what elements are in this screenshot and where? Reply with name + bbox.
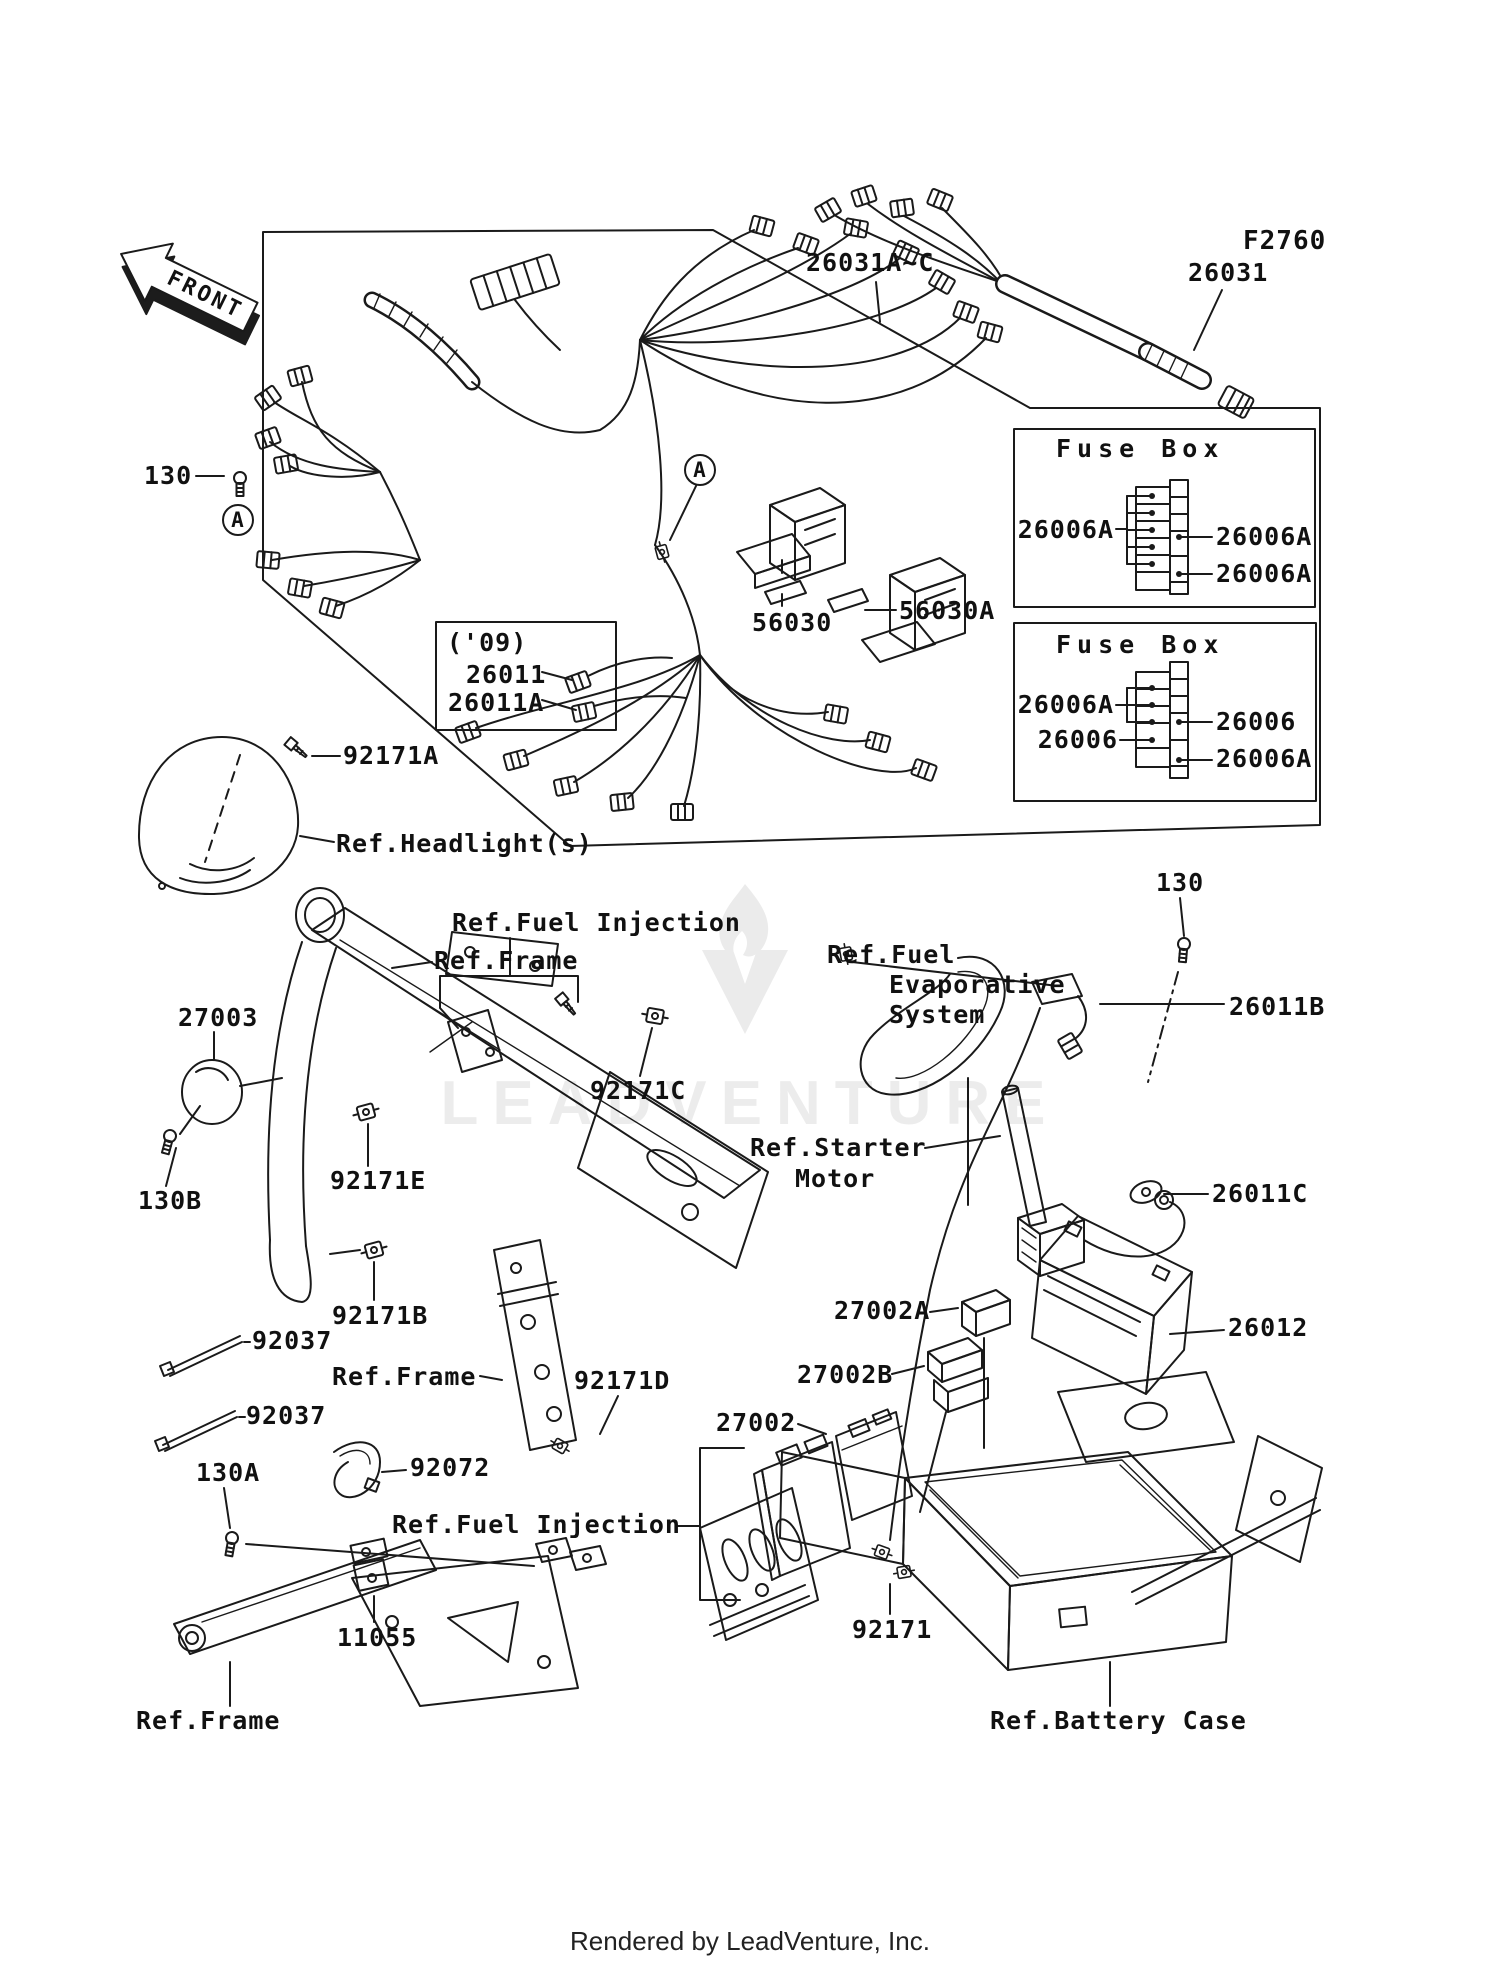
part-26031: 26031 [1188,258,1269,287]
part-26011b: 26011B [1229,992,1326,1021]
footer-caption: Rendered by LeadVenture, Inc. [570,1926,930,1956]
ref-fuel-evap-line2: Evaporative [889,970,1066,999]
ref-fuel-injection-upper: Ref.Fuel Injection [452,908,741,937]
watermark-text: LEADVENTURE [440,1069,1060,1138]
ref-headlights: Ref.Headlight(s) [336,829,593,858]
headlight-art [137,736,311,896]
watermark-flame-icon [702,884,788,1034]
part-27002b: 27002B [797,1360,894,1389]
part-27002a: 27002A [834,1296,931,1325]
fuse-box-2-art [1013,622,1317,802]
frame-bracket-art [154,1238,607,1707]
part-26011a: 26011A [448,688,545,717]
frame-art [158,887,769,1303]
ref-battery-case: Ref.Battery Case [990,1706,1247,1735]
part-92171c: 92171C [590,1076,687,1105]
figure-code: F2760 [1243,226,1327,256]
part-56030: 56030 [752,608,833,637]
fusebox1-right-26006a-2: 26006A [1216,559,1313,588]
part-92037-2: 92037 [246,1401,327,1430]
part-11055: 11055 [337,1623,418,1652]
part-26011c: 26011C [1212,1179,1309,1208]
ecu-art [699,1289,1011,1641]
battery-case-art [779,1371,1323,1671]
part-92171d: 92171D [574,1366,671,1395]
fusebox2-left-26006: 26006 [1037,725,1118,754]
part-26012: 26012 [1228,1313,1309,1342]
year-note-09: ('09) [447,628,528,657]
small-parts-art [222,454,716,536]
fusebox1-title: Fuse Box [1056,434,1225,463]
leader-lines [165,281,1225,1707]
main-harness-art [253,214,1004,821]
fusebox2-left-26006a: 26006A [1017,690,1114,719]
ref-starter-motor-line2: Motor [795,1164,876,1193]
fusebox2-right-26006a: 26006A [1216,744,1313,773]
fusebox2-title: Fuse Box [1056,630,1225,659]
part-130b: 130B [138,1186,203,1215]
fuse-box-1-art [1013,428,1316,608]
part-26011: 26011 [466,660,547,689]
fusebox2-right-26006: 26006 [1216,707,1297,736]
ref-frame-upper: Ref.Frame [434,946,579,975]
part-92171: 92171 [852,1615,933,1644]
part-26031a-c: 26031A~C [806,248,935,277]
part-56030a: 56030A [899,596,996,625]
ref-frame-mid: Ref.Frame [332,1362,477,1391]
ref-frame-bottom: Ref.Frame [136,1706,281,1735]
part-92171e: 92171E [330,1166,427,1195]
part-92072: 92072 [410,1453,491,1482]
part-130a: 130A [196,1458,261,1487]
ref-starter-motor-line1: Ref.Starter [750,1133,927,1162]
part-92171b: 92171B [332,1301,429,1330]
front-arrow-label: FRONT [163,265,248,324]
ref-fuel-evap-line3: System [889,1000,986,1029]
part-92171a: 92171A [343,741,440,770]
aux-harness-art [813,183,1256,420]
part-130-right: 130 [1156,868,1205,897]
part-130: 130 [144,461,193,490]
front-arrow-icon [120,242,261,346]
ref-fuel-injection-lower: Ref.Fuel Injection [392,1510,681,1539]
fusebox1-right-26006a-1: 26006A [1216,522,1313,551]
ref-fuel-evap-line1: Ref.Fuel [827,940,956,969]
part-27002: 27002 [716,1408,797,1437]
detail-circle-a-mid: A [693,457,707,482]
part-92037-1: 92037 [252,1326,333,1355]
fusebox1-left-26006a: 26006A [1017,515,1114,544]
part-27003: 27003 [178,1003,259,1032]
detail-circle-a-left: A [231,507,245,532]
